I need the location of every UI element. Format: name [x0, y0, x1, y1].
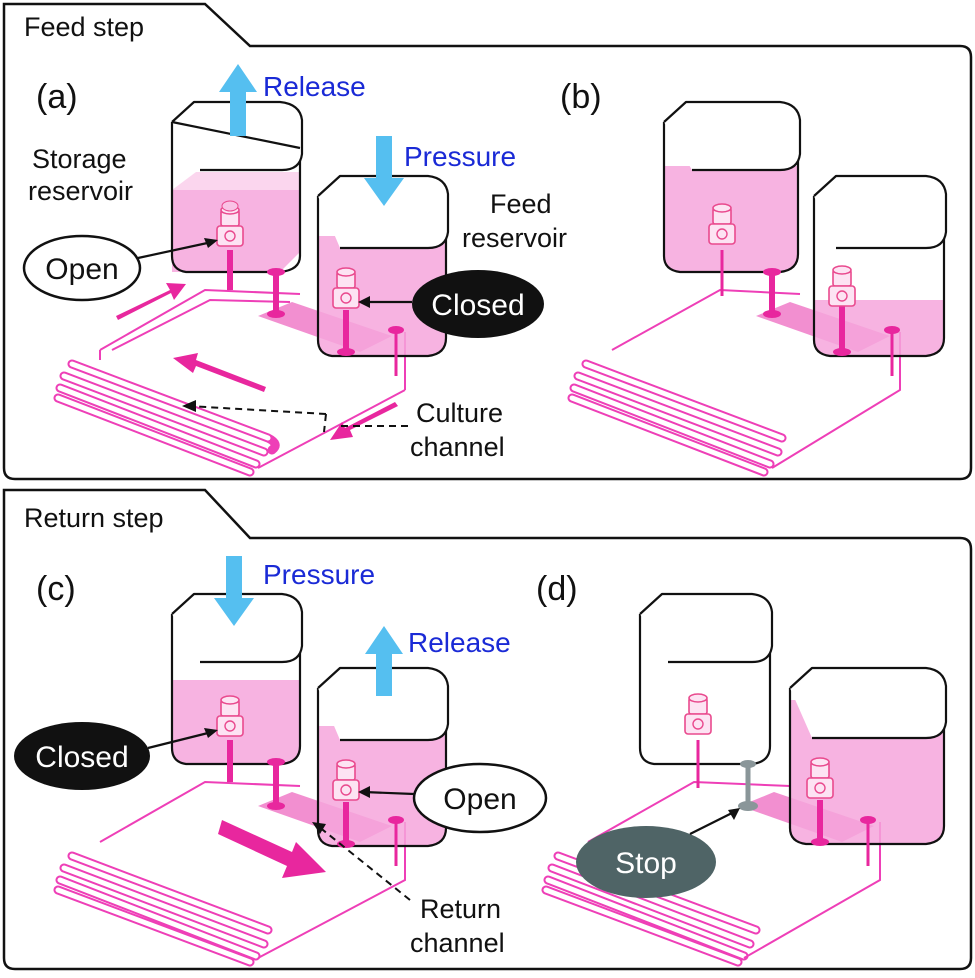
panel-a-culture-label-2: channel	[410, 432, 505, 462]
panel-a-closed-bubble	[412, 270, 544, 338]
panel-a: (a)	[22, 64, 567, 477]
panel-a-closed-text: Closed	[431, 289, 524, 322]
panel-d-label: (d)	[536, 570, 578, 608]
panel-c-release-label: Release	[408, 627, 511, 658]
panel-a-culture-label-1: Culture	[416, 398, 503, 428]
panel-a-open-bubble	[22, 234, 142, 302]
panel-c-open-bubble	[412, 762, 548, 834]
panel-c-label: (c)	[36, 570, 76, 608]
panel-a-storage-label-2: reservoir	[28, 176, 133, 206]
panel-a-flow-arrow-1	[116, 283, 186, 320]
panel-a-feed-label-2: reservoir	[462, 223, 567, 253]
panel-d-stop-bubble	[576, 826, 716, 898]
panel-b: (b)	[560, 78, 948, 477]
panel-a-pressure-arrow	[364, 136, 404, 206]
panel-c: (c) Pressure	[14, 556, 548, 967]
panel-c-feed-reservoir	[316, 666, 450, 866]
panel-a-flow-arrow-3	[330, 402, 398, 440]
panel-a-pressure-label: Pressure	[404, 141, 516, 172]
panel-d-stop-text: Stop	[615, 847, 677, 880]
panel-b-label: (b)	[560, 78, 602, 116]
panel-c-return-label-2: channel	[410, 928, 505, 958]
panel-a-feed-label-1: Feed	[490, 189, 552, 219]
panel-a-storage-label-1: Storage	[32, 144, 127, 174]
panel-c-flow-arrow	[218, 820, 326, 878]
panel-a-culture-channel	[53, 288, 406, 477]
feed-step-title: Feed step	[24, 12, 144, 42]
return-step-title: Return step	[24, 503, 164, 533]
panel-d: (d) Stop	[536, 570, 948, 967]
panel-c-storage-reservoir	[170, 592, 304, 810]
panel-a-open-text: Open	[45, 253, 118, 286]
panel-c-pressure-arrow	[214, 556, 254, 626]
panel-c-closed-bubble	[14, 722, 150, 790]
panel-c-pressure-label: Pressure	[263, 559, 375, 590]
panel-a-release-label: Release	[263, 71, 366, 102]
panel-b-feed-reservoir	[812, 174, 948, 376]
panel-a-feed-reservoir	[316, 174, 450, 376]
panel-c-closed-text: Closed	[35, 741, 128, 774]
panel-b-storage-reservoir	[662, 100, 802, 318]
panel-a-release-arrow	[219, 64, 257, 136]
panel-d-feed-reservoir	[788, 666, 948, 866]
panel-a-label: (a)	[36, 78, 78, 116]
panel-d-storage-reservoir	[638, 592, 774, 811]
panel-c-open-text: Open	[443, 783, 516, 816]
panel-c-release-arrow	[365, 626, 403, 696]
panel-a-flow-arrow-2	[173, 353, 266, 392]
panel-c-return-label-1: Return	[420, 894, 501, 924]
